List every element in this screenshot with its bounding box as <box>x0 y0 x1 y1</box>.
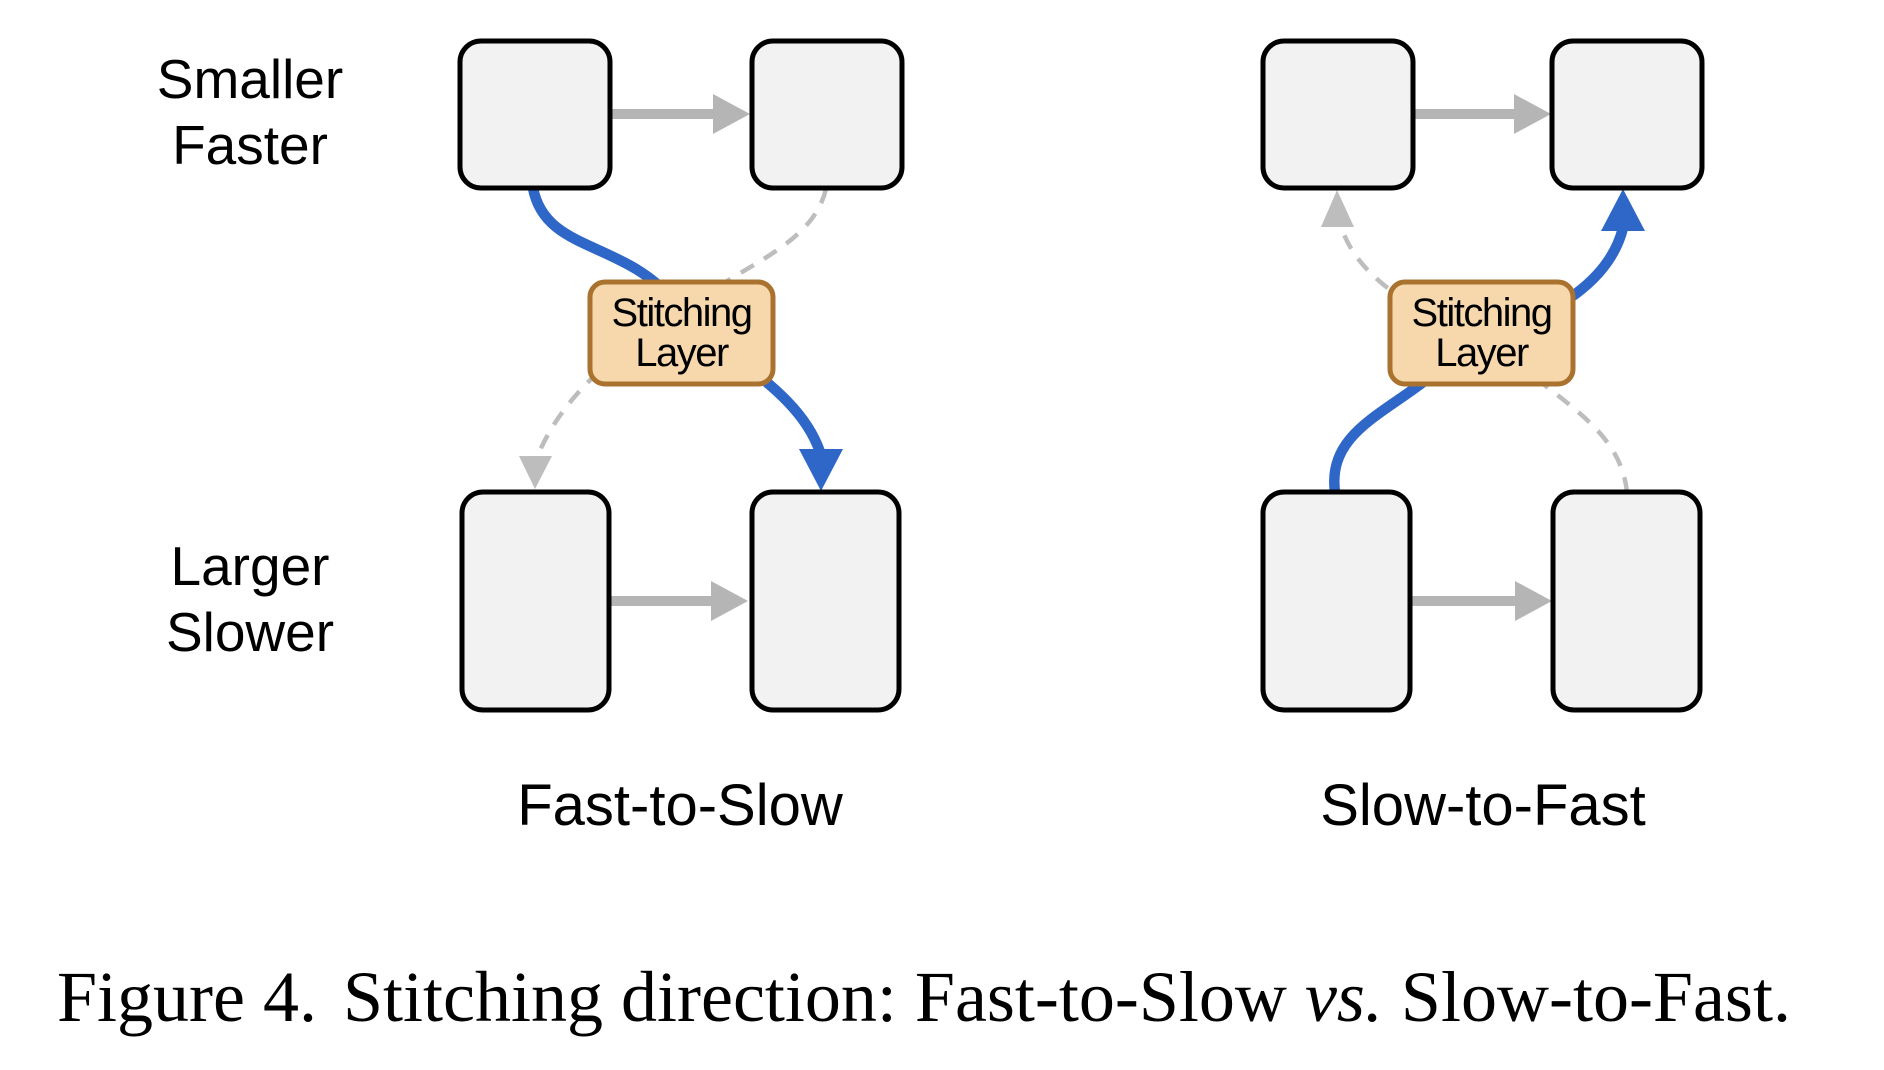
small-fast-block-2 <box>1549 38 1705 191</box>
fast-to-slow-skip-dashed-arrowhead-icon <box>519 456 552 489</box>
stitching-layer-label: Stitching Layer <box>590 282 773 384</box>
large-model-flow-arrow <box>1412 581 1552 621</box>
row-label-smaller-faster: Smaller Faster <box>95 46 405 178</box>
arrowhead-right-icon <box>713 94 750 134</box>
small-fast-block-1 <box>457 38 613 191</box>
slow-to-fast-stitch-arrowhead-icon <box>1601 189 1645 231</box>
figure-caption-number: Figure 4. <box>57 957 317 1037</box>
small-fast-block-2 <box>749 38 905 191</box>
large-slow-block-2 <box>1550 489 1703 713</box>
arrowhead-right-icon <box>711 581 748 621</box>
large-slow-block-1 <box>459 489 612 713</box>
panel-title-slow-to-fast: Slow-to-Fast <box>1320 773 1646 838</box>
row-label-line: Faster <box>172 114 328 176</box>
stitching-layer-label-line: Stitching <box>611 291 753 335</box>
stitching-layer-box <box>1387 279 1576 387</box>
panel-title-fast-to-slow: Fast-to-Slow <box>517 773 843 838</box>
slow-to-fast-skip-dashed-arrowhead-icon <box>1321 190 1354 227</box>
panel-slow-to-fast <box>1260 38 1705 713</box>
stitching-layer-label-line: Layer <box>635 331 729 375</box>
arrowhead-right-icon <box>1515 581 1552 621</box>
figure-caption: Figure 4. Stitching direction: Fast-to-Sl… <box>57 957 1791 1037</box>
stitching-layer-label-line: Layer <box>1435 331 1529 375</box>
figure-caption-text-before-vs: Stitching direction: Fast-to-Slow <box>342 957 1305 1037</box>
arrowhead-right-icon <box>1514 94 1551 134</box>
stitching-layer-box <box>587 279 776 387</box>
small-fast-block-1 <box>1260 38 1416 191</box>
stitching-layer-label-line: Stitching <box>1411 291 1553 335</box>
figure-caption-text-after-vs: Slow-to-Fast. <box>1382 957 1791 1037</box>
fast-to-slow-stitch-arrowhead-icon <box>799 449 843 491</box>
small-model-flow-arrow <box>1412 94 1551 134</box>
large-slow-block-1 <box>1260 489 1413 713</box>
stitching-layer-label: Stitching Layer <box>1390 282 1573 384</box>
panel-fast-to-slow <box>457 38 905 713</box>
figure-caption-vs: vs. <box>1304 957 1383 1037</box>
small-model-flow-arrow <box>610 94 750 134</box>
large-model-flow-arrow <box>609 581 748 621</box>
large-slow-block-2 <box>749 489 902 713</box>
row-label-line: Larger <box>170 535 330 597</box>
row-label-line: Smaller <box>156 48 344 110</box>
row-label-line: Slower <box>165 601 335 663</box>
row-label-larger-slower: Larger Slower <box>95 533 405 665</box>
